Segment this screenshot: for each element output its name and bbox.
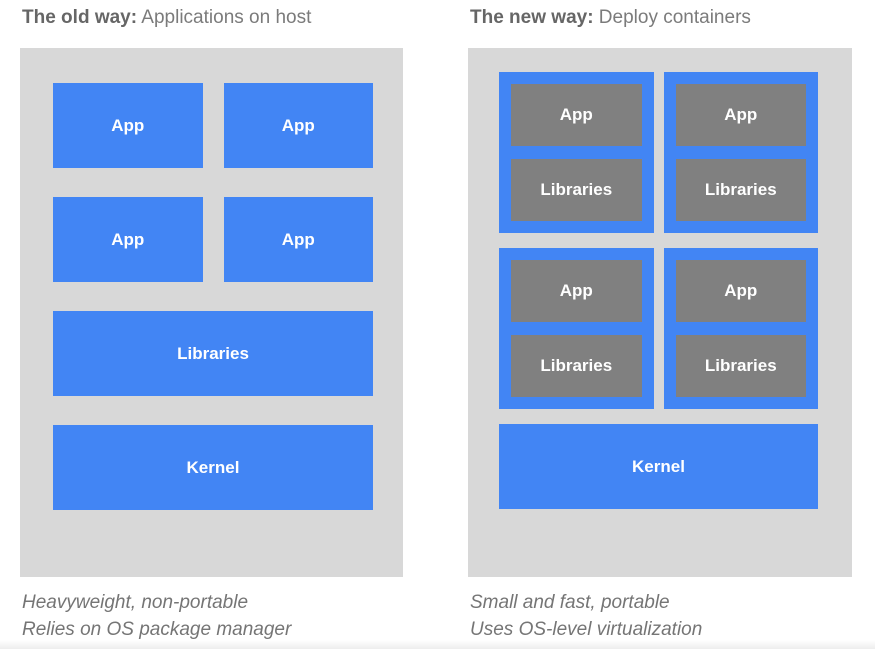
app-box: App: [53, 83, 203, 168]
old-way-title-bold: The old way:: [22, 7, 138, 28]
app-box: App: [511, 84, 642, 146]
new-way-caption-line-2: Uses OS-level virtualization: [470, 619, 703, 640]
new-way-title: The new way: Deploy containers: [470, 5, 751, 31]
app-box: App: [223, 197, 373, 282]
app-box: App: [223, 83, 373, 168]
container-box: App Libraries: [499, 72, 654, 233]
old-way-caption-line-1: Heavyweight, non-portable: [22, 592, 249, 613]
libraries-box-old: Libraries: [53, 311, 373, 396]
kernel-box-old: Kernel: [53, 425, 373, 510]
container-box: App Libraries: [499, 248, 654, 409]
libraries-box: Libraries: [675, 335, 806, 397]
old-way-caption-line-2: Relies on OS package manager: [22, 619, 292, 640]
container-box: App Libraries: [663, 72, 818, 233]
old-way-title-rest: Applications on host: [137, 7, 312, 28]
container-row-2: App Libraries App Libraries: [499, 248, 818, 409]
libraries-box: Libraries: [511, 335, 642, 397]
new-way-caption: Small and fast, portable Uses OS-level v…: [470, 589, 702, 643]
libraries-box: Libraries: [511, 159, 642, 221]
app-box: App: [511, 260, 642, 322]
container-box: App Libraries: [663, 248, 818, 409]
host-panel-old: App App App App Libraries Kernel: [20, 48, 403, 577]
old-app-row-2: App App: [53, 197, 373, 282]
old-way-title: The old way: Applications on host: [22, 5, 311, 31]
old-app-row-1: App App: [53, 83, 373, 168]
new-way-caption-line-1: Small and fast, portable: [470, 592, 670, 613]
page-bottom-edge: [0, 640, 875, 649]
app-box: App: [675, 84, 806, 146]
app-box: App: [53, 197, 203, 282]
new-way-title-bold: The new way:: [470, 7, 594, 28]
app-box: App: [675, 260, 806, 322]
old-way-caption: Heavyweight, non-portable Relies on OS p…: [22, 589, 291, 643]
kernel-box-new: Kernel: [499, 424, 818, 509]
container-row-1: App Libraries App Libraries: [499, 72, 818, 233]
new-way-title-rest: Deploy containers: [593, 7, 751, 28]
libraries-box: Libraries: [675, 159, 806, 221]
host-panel-new: App Libraries App Libraries App Librarie…: [468, 48, 852, 577]
